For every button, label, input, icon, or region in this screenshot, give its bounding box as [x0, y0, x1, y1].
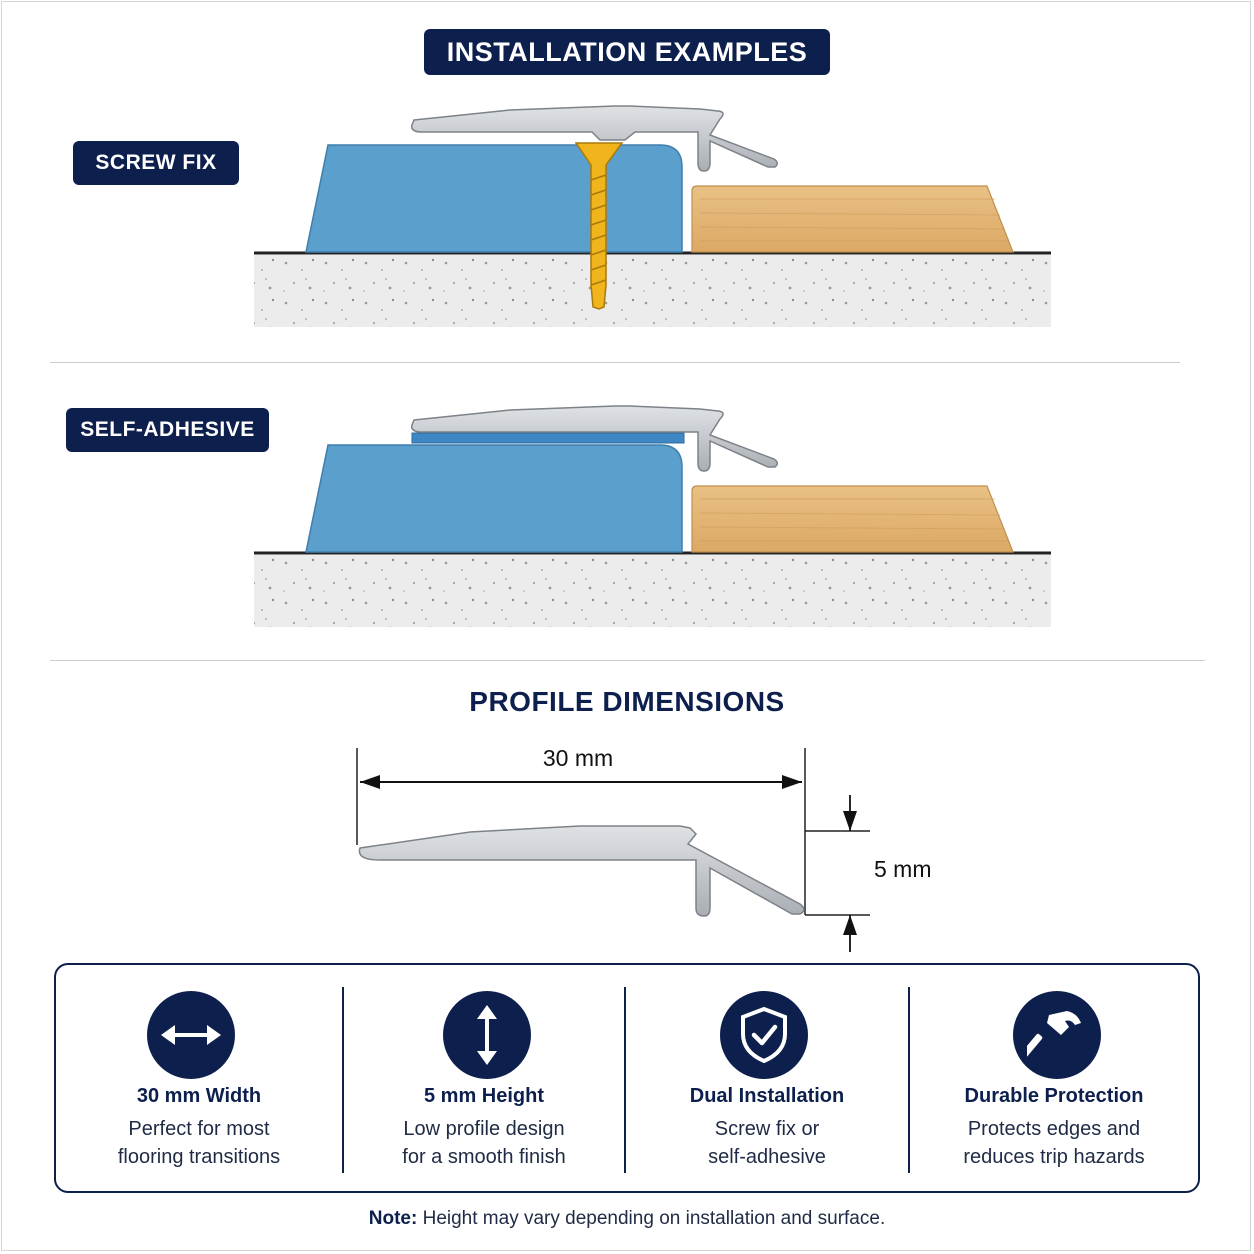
adhesive-tape [411, 432, 685, 444]
feature-title: 30 mm Width [136, 1085, 262, 1107]
note-text: Height may vary depending on installatio… [422, 1208, 886, 1229]
shield-check-icon [720, 991, 808, 1079]
width-dimension-label: 30 mm [543, 745, 613, 771]
height-dimension-label: 5 mm [874, 856, 932, 882]
hammer-icon [1013, 991, 1101, 1079]
screw-fix-diagram [254, 105, 1051, 327]
divider-2 [50, 660, 1205, 661]
height-arrow-top [843, 811, 857, 831]
installation-examples-title: INSTALLATION EXAMPLES [424, 29, 830, 75]
feature-separator [624, 987, 626, 1173]
horizontal-arrows-icon [147, 991, 235, 1079]
concrete-subfloor [254, 555, 1051, 627]
profile-section [358, 825, 805, 917]
wood-floor [691, 485, 1014, 553]
wood-floor [691, 185, 1014, 253]
feature-separator [342, 987, 344, 1173]
vertical-arrows-icon [443, 991, 531, 1079]
footnote: Note: Height may vary depending on insta… [0, 1208, 1254, 1230]
concrete-subfloor [254, 255, 1051, 327]
height-arrow-bottom [843, 915, 857, 935]
aluminium-profile [410, 405, 778, 472]
feature-title: Dual Installation [689, 1085, 845, 1107]
aluminium-profile [410, 105, 778, 172]
self-adhesive-diagram [254, 405, 1051, 627]
self-adhesive-label: SELF-ADHESIVE [66, 408, 269, 452]
profile-dimensions-title: PROFILE DIMENSIONS [469, 686, 785, 717]
feature-separator [908, 987, 910, 1173]
feature-title: 5 mm Height [423, 1085, 545, 1107]
vinyl-floor [305, 144, 683, 253]
width-arrow-left [360, 775, 380, 789]
width-arrow-right [782, 775, 802, 789]
note-label: Note: [368, 1208, 418, 1229]
feature-title: Durable Protection [964, 1085, 1144, 1107]
vinyl-floor [305, 444, 683, 553]
profile-dimension-drawing: 30 mm 5 mm [356, 745, 932, 952]
divider-1 [50, 362, 1180, 363]
screw-fix-label: SCREW FIX [73, 141, 239, 185]
